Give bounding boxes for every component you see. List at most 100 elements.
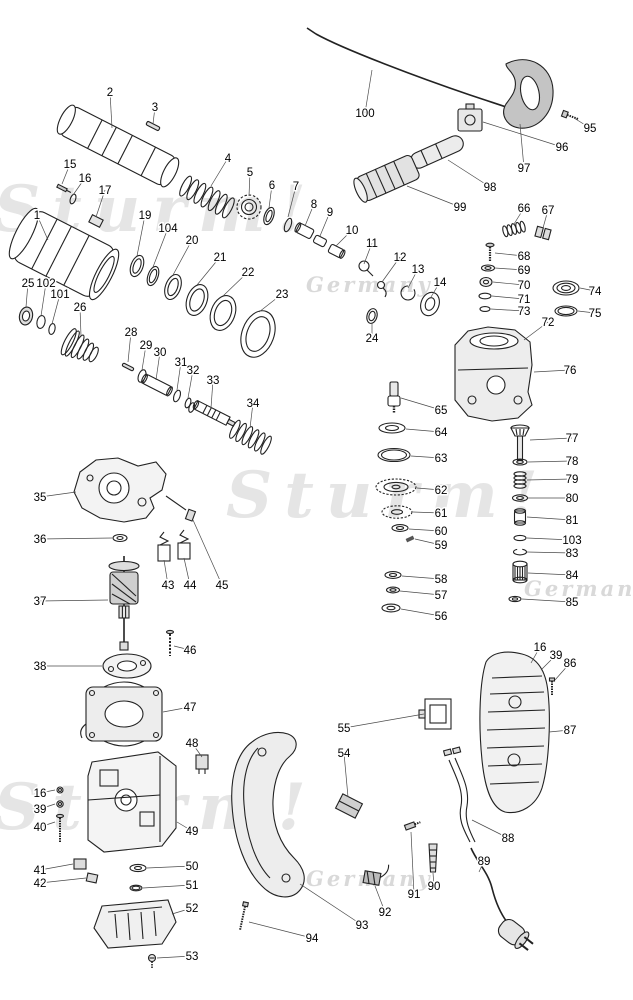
part-label-86: 86 bbox=[564, 658, 577, 670]
part-label-69: 69 bbox=[518, 265, 531, 277]
part-label-8: 8 bbox=[311, 199, 317, 211]
watermark-country-middle: Germany bbox=[524, 576, 633, 601]
crankcase-35 bbox=[73, 457, 197, 523]
part-label-14: 14 bbox=[434, 277, 447, 289]
part-label-65: 65 bbox=[435, 405, 448, 417]
leader-line-47 bbox=[162, 706, 191, 713]
cylinder-9 bbox=[312, 234, 328, 248]
shaft-65 bbox=[387, 381, 401, 413]
part-label-72: 72 bbox=[542, 317, 555, 329]
leader-line-41 bbox=[39, 863, 74, 871]
part-label-53: 53 bbox=[186, 951, 199, 963]
leader-line-62 bbox=[416, 487, 442, 491]
leader-line-76 bbox=[533, 369, 571, 373]
motor-housing-49 bbox=[87, 751, 177, 853]
piston-8 bbox=[294, 222, 315, 239]
part-label-15: 15 bbox=[64, 159, 77, 171]
leader-line-57 bbox=[399, 590, 442, 596]
leader-line-98 bbox=[447, 159, 491, 188]
leader-line-102 bbox=[40, 282, 47, 317]
part-label-99: 99 bbox=[454, 202, 467, 214]
ring-71 bbox=[478, 292, 492, 300]
gear-84 bbox=[512, 560, 528, 584]
part-label-9: 9 bbox=[327, 207, 333, 219]
part-label-16: 16 bbox=[534, 642, 547, 654]
part-label-104: 104 bbox=[158, 223, 178, 235]
part-label-66: 66 bbox=[518, 203, 531, 215]
ring-19 bbox=[129, 254, 145, 278]
part-label-70: 70 bbox=[518, 280, 531, 292]
part-label-47: 47 bbox=[184, 702, 197, 714]
clip-12 bbox=[376, 280, 387, 298]
part-label-43: 43 bbox=[162, 580, 175, 592]
leader-line-56 bbox=[400, 608, 442, 617]
part-label-17: 17 bbox=[99, 185, 112, 197]
part-label-98: 98 bbox=[484, 182, 497, 194]
handle-bar bbox=[410, 135, 464, 169]
part-label-52: 52 bbox=[186, 903, 199, 915]
washer-78 bbox=[512, 458, 528, 466]
leader-line-51 bbox=[142, 884, 193, 889]
part-label-10: 10 bbox=[346, 225, 359, 237]
leader-line-30 bbox=[155, 351, 161, 381]
part-label-55: 55 bbox=[338, 723, 351, 735]
ring-73 bbox=[479, 306, 491, 312]
spline-shaft-33 bbox=[192, 400, 236, 427]
part-label-102: 102 bbox=[36, 278, 55, 290]
leader-line-7 bbox=[287, 185, 297, 218]
bevel-gear-shaft-77 bbox=[510, 424, 530, 461]
part-label-21: 21 bbox=[214, 252, 227, 264]
leader-line-66 bbox=[513, 207, 525, 225]
washer-39-left bbox=[56, 800, 64, 808]
leader-line-58 bbox=[401, 575, 442, 580]
part-label-16: 16 bbox=[34, 788, 47, 800]
block-41 bbox=[73, 858, 87, 870]
leader-line-55 bbox=[343, 713, 425, 729]
part-label-97: 97 bbox=[518, 163, 531, 175]
leader-line-64 bbox=[405, 428, 442, 433]
leader-line-44 bbox=[183, 557, 191, 586]
washer-80 bbox=[511, 494, 529, 502]
pin-59 bbox=[405, 535, 415, 543]
leader-line-49 bbox=[176, 821, 193, 832]
leader-line-34 bbox=[249, 402, 254, 429]
ring-21 bbox=[185, 284, 209, 316]
part-label-34: 34 bbox=[247, 398, 260, 410]
leader-line-100 bbox=[364, 69, 373, 114]
leader-line-16 bbox=[39, 789, 56, 794]
ring-104 bbox=[146, 265, 160, 287]
leader-line-39 bbox=[39, 803, 56, 810]
leader-line-63 bbox=[410, 455, 442, 459]
screw-94 bbox=[239, 901, 250, 930]
bearing-81 bbox=[513, 508, 527, 526]
part-label-16: 16 bbox=[79, 173, 92, 185]
screw-15 bbox=[56, 183, 72, 194]
leader-line-77 bbox=[529, 437, 573, 441]
chuck-head-assembly bbox=[8, 207, 120, 301]
leader-line-67 bbox=[542, 209, 549, 229]
part-label-36: 36 bbox=[34, 534, 47, 546]
ring-75 bbox=[554, 305, 578, 317]
leader-line-23 bbox=[258, 293, 283, 313]
part-label-61: 61 bbox=[435, 508, 448, 520]
screw-40 bbox=[55, 813, 65, 842]
part-label-73: 73 bbox=[518, 306, 531, 318]
cylinder-30 bbox=[141, 373, 173, 397]
washer-31 bbox=[172, 389, 182, 403]
leader-line-26 bbox=[79, 306, 82, 337]
clamp-17 bbox=[88, 213, 104, 229]
pin-28 bbox=[121, 362, 135, 372]
brush-holder-43 bbox=[157, 531, 171, 562]
block-67 bbox=[534, 225, 552, 241]
part-label-63: 63 bbox=[435, 453, 448, 465]
bearing-25 bbox=[18, 306, 34, 326]
part-label-5: 5 bbox=[247, 167, 253, 179]
leader-line-54 bbox=[343, 752, 349, 798]
leader-line-1 bbox=[36, 214, 49, 241]
part-label-33: 33 bbox=[207, 375, 220, 387]
part-label-32: 32 bbox=[187, 365, 200, 377]
ring-7 bbox=[283, 217, 293, 233]
leader-line-3 bbox=[152, 106, 156, 125]
part-label-4: 4 bbox=[225, 153, 232, 165]
